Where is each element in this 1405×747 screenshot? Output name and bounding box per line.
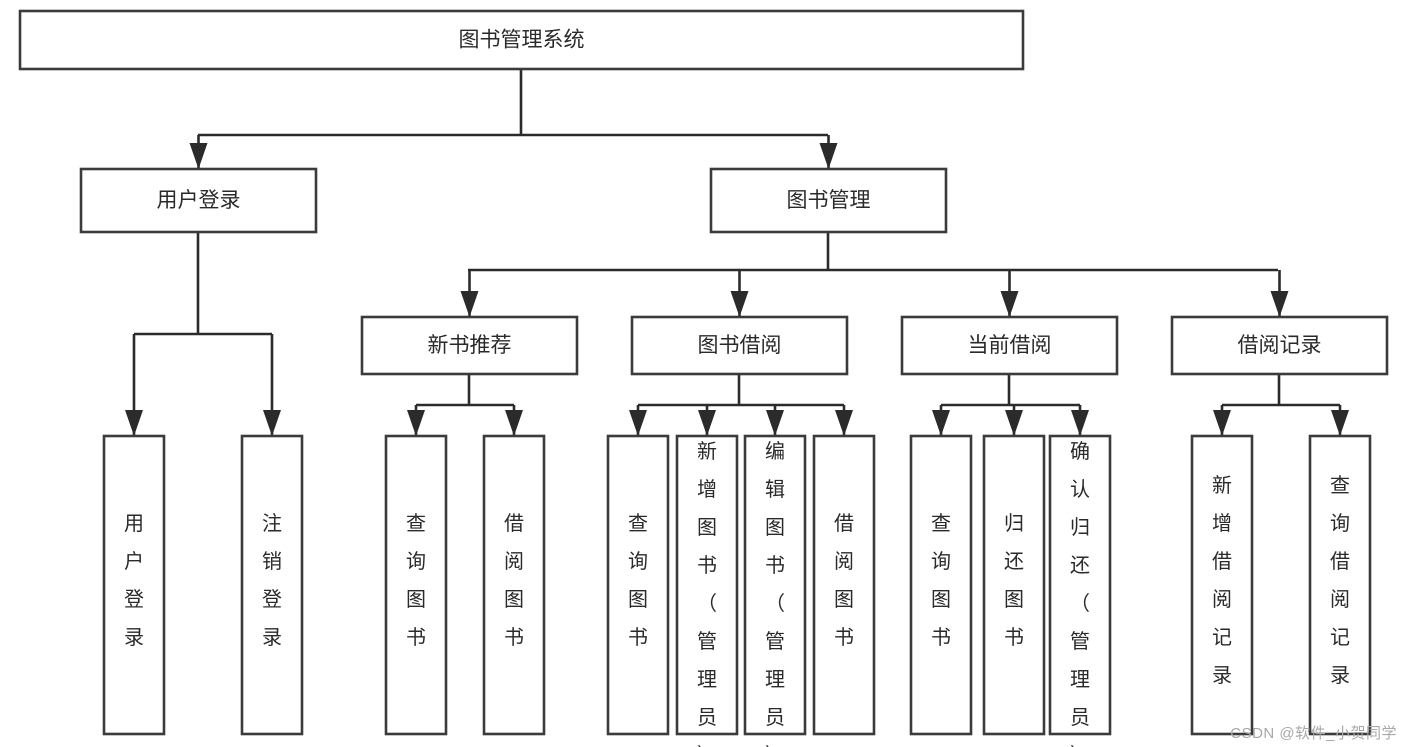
arrow-head-icon xyxy=(766,410,784,436)
node-leaf-query-book-1[interactable]: 查询图书 xyxy=(384,434,448,736)
arrow-head-icon xyxy=(730,291,749,317)
node-leaf-borrow-book-2[interactable]: 借阅图书 xyxy=(812,434,876,736)
node-box-current-borrow xyxy=(900,315,1119,376)
node-box-leaf-borrow-book-1 xyxy=(482,434,546,736)
node-box-leaf-logout xyxy=(240,434,304,736)
arrow-head-icon xyxy=(189,143,208,169)
node-leaf-logout[interactable]: 注销登录 xyxy=(240,434,304,736)
arrow-head-icon xyxy=(1000,291,1019,317)
arrow-head-icon xyxy=(932,410,950,436)
node-box-leaf-add-book xyxy=(675,434,739,736)
node-label-leaf-query-book-3: 查询图书 xyxy=(931,512,951,649)
node-box-root xyxy=(18,9,1025,71)
arrow-head-icon xyxy=(125,410,143,436)
watermark-text: CSDN @软件_小贺同学 xyxy=(1230,725,1397,742)
node-leaf-query-book-2[interactable]: 查询图书 xyxy=(606,434,670,736)
node-label-new-book-recommend: 新书推荐 xyxy=(428,334,512,357)
node-leaf-query-book-3[interactable]: 查询图书 xyxy=(909,434,973,736)
node-leaf-user-login[interactable]: 用户登录 xyxy=(102,434,166,736)
node-label-borrow-record: 借阅记录 xyxy=(1238,334,1322,357)
node-label-leaf-borrow-book-2: 借阅图书 xyxy=(834,512,854,649)
node-label-leaf-add-record: 新增借阅记录 xyxy=(1212,474,1232,687)
node-book-borrow[interactable]: 图书借阅 xyxy=(630,315,849,376)
node-box-leaf-edit-book xyxy=(743,434,807,736)
arrow-head-icon xyxy=(1213,410,1231,436)
node-leaf-edit-book[interactable]: 编辑图书（管理员） xyxy=(743,434,807,747)
node-box-leaf-query-record xyxy=(1308,434,1372,736)
node-leaf-add-book[interactable]: 新增图书（管理员） xyxy=(675,434,739,747)
node-root[interactable]: 图书管理系统 xyxy=(18,9,1025,71)
node-label-leaf-return-book: 归还图书 xyxy=(1004,512,1024,649)
arrow-head-icon xyxy=(407,410,425,436)
arrow-head-icon xyxy=(819,143,838,169)
arrow-head-icon xyxy=(1270,291,1289,317)
node-user-login[interactable]: 用户登录 xyxy=(79,167,318,234)
node-box-leaf-user-login xyxy=(102,434,166,736)
arrow-head-icon xyxy=(1331,410,1349,436)
node-box-leaf-return-book xyxy=(982,434,1046,736)
connector-layer xyxy=(125,69,1349,436)
node-box-leaf-query-book-1 xyxy=(384,434,448,736)
node-box-leaf-query-book-3 xyxy=(909,434,973,736)
node-label-leaf-add-book: 新增图书（管理员） xyxy=(697,440,717,747)
node-box-leaf-borrow-book-2 xyxy=(812,434,876,736)
arrow-head-icon xyxy=(629,410,647,436)
node-leaf-return-book[interactable]: 归还图书 xyxy=(982,434,1046,736)
arrow-head-icon xyxy=(460,291,479,317)
node-box-new-book-recommend xyxy=(360,315,579,376)
node-label-book-manage: 图书管理 xyxy=(787,189,871,212)
node-book-manage[interactable]: 图书管理 xyxy=(709,167,948,234)
node-leaf-query-record[interactable]: 查询借阅记录 xyxy=(1308,434,1372,736)
node-box-leaf-query-book-2 xyxy=(606,434,670,736)
node-leaf-confirm-return[interactable]: 确认归还（管理员） xyxy=(1048,434,1112,747)
node-label-current-borrow: 当前借阅 xyxy=(968,334,1052,357)
node-label-leaf-query-record: 查询借阅记录 xyxy=(1330,474,1350,687)
node-layer: 图书管理系统用户登录图书管理新书推荐图书借阅当前借阅借阅记录用户登录注销登录查询… xyxy=(18,9,1389,747)
node-box-borrow-record xyxy=(1170,315,1389,376)
node-label-leaf-query-book-1: 查询图书 xyxy=(406,512,426,649)
arrow-head-icon xyxy=(1071,410,1089,436)
node-leaf-borrow-book-1[interactable]: 借阅图书 xyxy=(482,434,546,736)
node-label-root: 图书管理系统 xyxy=(459,29,585,52)
node-label-leaf-logout: 注销登录 xyxy=(262,512,282,649)
node-label-leaf-edit-book: 编辑图书（管理员） xyxy=(765,440,785,747)
arrow-head-icon xyxy=(835,410,853,436)
node-new-book-recommend[interactable]: 新书推荐 xyxy=(360,315,579,376)
node-current-borrow[interactable]: 当前借阅 xyxy=(900,315,1119,376)
node-borrow-record[interactable]: 借阅记录 xyxy=(1170,315,1389,376)
node-label-leaf-query-book-2: 查询图书 xyxy=(628,512,648,649)
node-box-leaf-add-record xyxy=(1190,434,1254,736)
arrow-head-icon xyxy=(1005,410,1023,436)
node-label-leaf-user-login: 用户登录 xyxy=(124,513,144,649)
node-box-user-login xyxy=(79,167,318,234)
node-box-leaf-confirm-return xyxy=(1048,434,1112,736)
arrow-head-icon xyxy=(505,410,523,436)
node-label-user-login: 用户登录 xyxy=(157,189,241,212)
arrow-head-icon xyxy=(698,410,716,436)
node-label-leaf-confirm-return: 确认归还（管理员） xyxy=(1070,440,1090,747)
node-label-book-borrow: 图书借阅 xyxy=(698,334,782,357)
node-box-book-borrow xyxy=(630,315,849,376)
arrow-head-icon xyxy=(263,410,281,436)
node-label-leaf-borrow-book-1: 借阅图书 xyxy=(504,512,524,649)
node-box-book-manage xyxy=(709,167,948,234)
node-leaf-add-record[interactable]: 新增借阅记录 xyxy=(1190,434,1254,736)
